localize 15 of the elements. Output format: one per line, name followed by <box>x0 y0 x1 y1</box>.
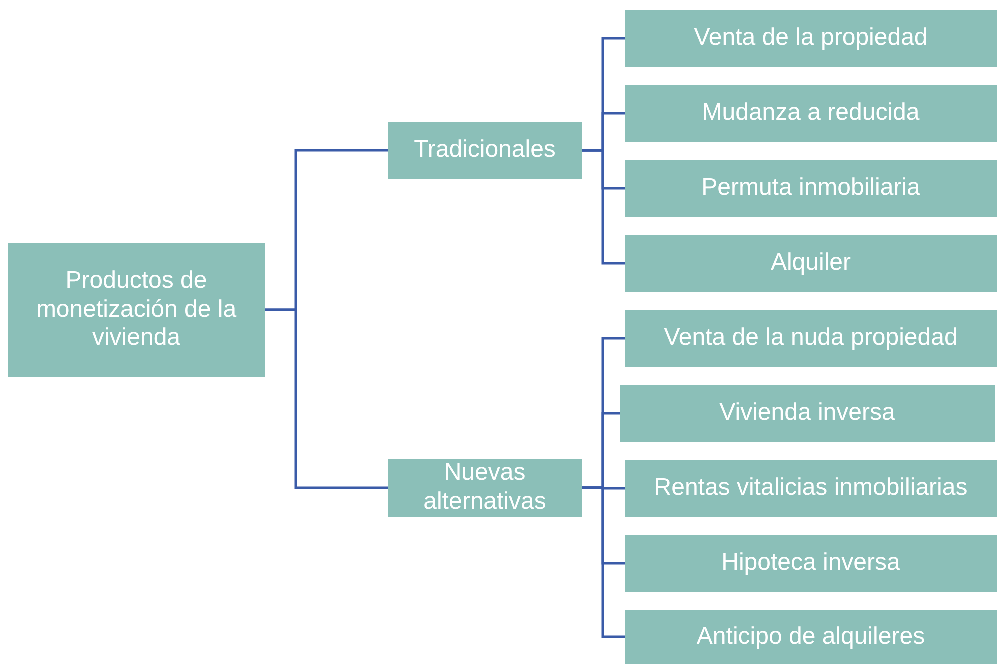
text-box: Hipoteca inversa <box>625 535 997 592</box>
text-box: Anticipo de alquileres <box>625 610 997 664</box>
text-box: Rentas vitalicias inmobiliarias <box>625 460 997 517</box>
text-box: Vivienda inversa <box>620 385 995 442</box>
text-box: Nuevas alternativas <box>388 459 582 517</box>
connector-line <box>582 149 625 265</box>
text-box: Permuta inmobiliaria <box>625 160 997 217</box>
text-box: Productos de monetización de la vivienda <box>8 243 265 377</box>
text-box: Venta de la nuda propiedad <box>625 310 997 367</box>
text-box: Mudanza a reducida <box>625 85 997 142</box>
text-box: Venta de la propiedad <box>625 10 997 67</box>
connector-line <box>265 308 388 490</box>
connector-line <box>582 486 625 638</box>
text-box: Tradicionales <box>388 122 582 179</box>
text-box: Alquiler <box>625 235 997 292</box>
